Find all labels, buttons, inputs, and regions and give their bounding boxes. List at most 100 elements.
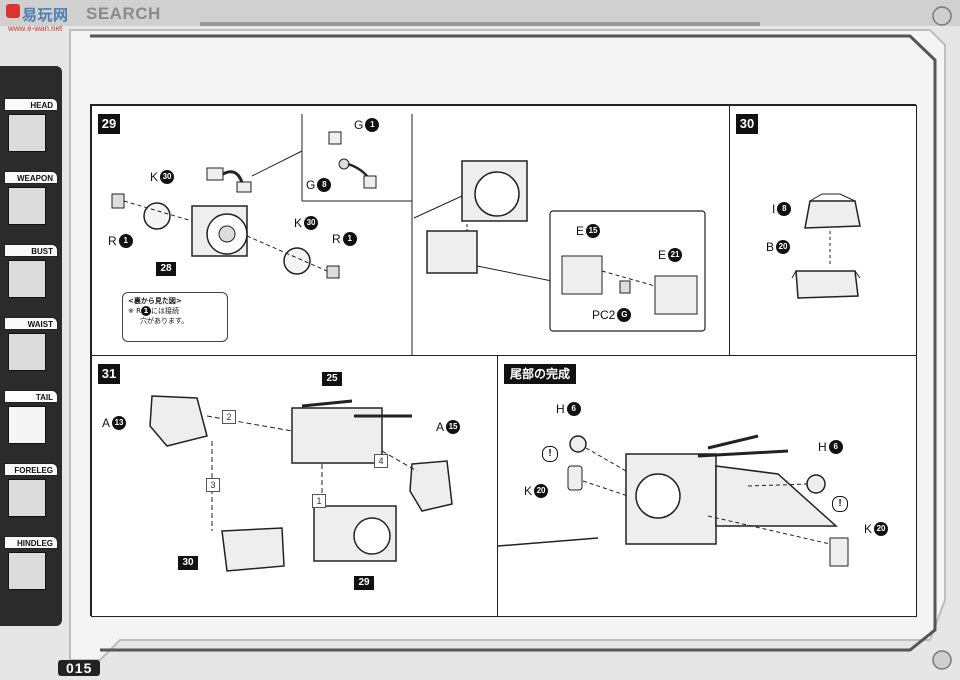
head-thumb-icon	[8, 114, 46, 152]
bust-thumb-icon	[8, 260, 46, 298]
part-letter: E	[576, 224, 585, 238]
part-letter: K	[864, 522, 873, 536]
sidebar-item-hindleg[interactable]: HINDLEG	[4, 536, 58, 590]
part-letter: R	[108, 234, 117, 248]
part-letter: R	[332, 232, 341, 246]
part-number-badge: 30	[160, 170, 175, 184]
part-number-badge: 21	[668, 248, 683, 262]
part-28-badge: 28	[156, 262, 176, 276]
part-number-badge: 20	[776, 240, 791, 254]
watermark-text: 易玩网	[22, 7, 69, 24]
sidebar-item-label[interactable]: WAIST	[4, 317, 58, 330]
notice-heading: <裏から見た図>	[128, 297, 182, 305]
part-letter: I	[772, 202, 776, 216]
sidebar-item-bust[interactable]: BUST	[4, 244, 58, 298]
part-letter: G	[354, 118, 364, 132]
part-number-badge: 15	[446, 420, 461, 434]
caution-icon: !	[542, 446, 558, 462]
logo-mark-icon	[6, 4, 20, 18]
header-title: SEARCH	[86, 4, 161, 23]
notice-text: ※ R	[128, 307, 141, 315]
sidebar-item-foreleg[interactable]: FORELEG	[4, 463, 58, 517]
part-number-badge: 30	[304, 216, 319, 230]
part-number-badge: 15	[586, 224, 601, 238]
page-number: 015	[58, 660, 101, 676]
part-letter: E	[658, 248, 667, 262]
part-number-badge: 1	[140, 306, 151, 316]
part-letter: G	[306, 178, 316, 192]
hindleg-thumb-icon	[8, 552, 46, 590]
watermark-logo: 易玩网	[6, 4, 69, 25]
sidebar-nav: HEAD WEAPON BUST WAIST TAIL FORELEG HIND…	[0, 66, 62, 626]
weapon-thumb-icon	[8, 187, 46, 225]
part-letter: H	[818, 440, 827, 454]
sequence-marker-1: 1	[312, 494, 326, 508]
part-number-badge: G	[617, 308, 632, 322]
part-letter: K	[524, 484, 533, 498]
part-29-badge: 29	[354, 576, 374, 590]
sidebar-item-tail[interactable]: TAIL	[4, 390, 58, 444]
part-number-badge: 1	[118, 234, 133, 248]
part-number-badge: 8	[777, 202, 792, 216]
sidebar-item-label[interactable]: TAIL	[4, 390, 58, 403]
part-number-badge: 6	[828, 440, 843, 454]
tail-complete-illustration	[498, 434, 849, 567]
notice-text: には接続	[150, 307, 179, 315]
corner-emblem-icon	[932, 650, 952, 670]
step-30-illustration	[791, 193, 861, 299]
foreleg-thumb-icon	[8, 479, 46, 517]
step-29-illustration	[111, 114, 706, 356]
part-letter: K	[150, 170, 159, 184]
sidebar-item-head[interactable]: HEAD	[4, 98, 58, 152]
part-number-badge: 1	[365, 118, 380, 132]
step-number: 30	[736, 114, 758, 134]
sidebar-item-label[interactable]: FORELEG	[4, 463, 58, 476]
step-number: 29	[98, 114, 120, 134]
watermark-url: www.e-wan.net	[8, 24, 63, 33]
step-number: 31	[98, 364, 120, 384]
caution-icon: !	[832, 496, 848, 512]
sequence-marker-3: 3	[206, 478, 220, 492]
sidebar-item-label[interactable]: HEAD	[4, 98, 58, 111]
sidebar-item-label[interactable]: HINDLEG	[4, 536, 58, 549]
part-number-badge: 1	[342, 232, 357, 246]
tail-thumb-icon	[8, 406, 46, 444]
part-letter: A	[102, 416, 111, 430]
sidebar-item-label[interactable]: BUST	[4, 244, 58, 257]
part-letter: H	[556, 402, 565, 416]
part-number-badge: 13	[112, 416, 127, 430]
part-number-badge: 6	[566, 402, 581, 416]
sequence-marker-4: 4	[374, 454, 388, 468]
notice-line-2: 穴があります。	[140, 317, 189, 325]
sequence-marker-2: 2	[222, 410, 236, 424]
part-letter: K	[294, 216, 303, 230]
sidebar-item-label[interactable]: WEAPON	[4, 171, 58, 184]
tail-complete-title: 尾部の完成	[504, 364, 577, 384]
part-30-badge: 30	[178, 556, 198, 570]
part-letter: A	[436, 420, 445, 434]
part-number-badge: 8	[317, 178, 332, 192]
sidebar-item-weapon[interactable]: WEAPON	[4, 171, 58, 225]
sidebar-item-waist[interactable]: WAIST	[4, 317, 58, 371]
step-31-illustration	[149, 395, 453, 572]
